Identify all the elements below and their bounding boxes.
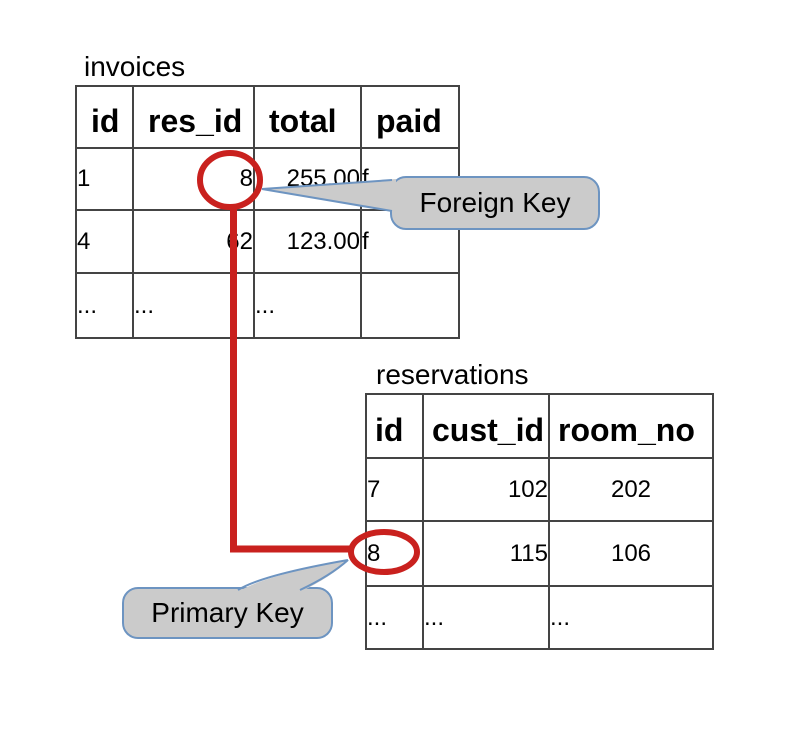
invoices-table-title: invoices: [84, 51, 186, 82]
primary-key-callout-label: Primary Key: [151, 597, 304, 628]
invoices-header-res-id: res_id: [132, 85, 255, 149]
table-row: 7 102 202: [365, 457, 714, 522]
table-row: ... ... ...: [365, 585, 714, 650]
table-cell: ...: [253, 272, 362, 339]
invoices-header-total: total: [253, 85, 362, 149]
table-cell: 202: [548, 457, 714, 522]
table-cell: 1: [75, 147, 134, 211]
foreign-key-cell: 8: [132, 147, 255, 211]
table-cell: ...: [75, 272, 134, 339]
primary-key-cell: 8: [365, 520, 424, 587]
table-row: 8 115 106: [365, 520, 714, 587]
table-cell: 106: [548, 520, 714, 587]
table-cell: 4: [75, 209, 134, 274]
reservations-header-id: id: [365, 393, 424, 459]
table-cell: 62: [132, 209, 255, 274]
reservations-table: id cust_id room_no 7 102 202 8 115 106 .…: [365, 393, 714, 650]
reservations-header-room-no: room_no: [548, 393, 714, 459]
table-cell: 123.00: [253, 209, 362, 274]
table-cell: 115: [422, 520, 550, 587]
invoices-header-id: id: [75, 85, 134, 149]
table-cell: 255.00: [253, 147, 362, 211]
reservations-table-title: reservations: [376, 359, 529, 390]
table-cell: 7: [365, 457, 424, 522]
foreign-key-callout-label: Foreign Key: [419, 187, 571, 218]
invoices-header-paid: paid: [360, 85, 460, 149]
foreign-key-callout: Foreign Key: [390, 176, 600, 230]
table-row: ... ... ...: [75, 272, 460, 339]
reservations-header-row: id cust_id room_no: [365, 393, 714, 459]
table-cell: ...: [422, 585, 550, 650]
invoices-header-row: id res_id total paid: [75, 85, 460, 149]
table-cell: ...: [365, 585, 424, 650]
table-cell: 102: [422, 457, 550, 522]
primary-key-callout: Primary Key: [122, 587, 333, 639]
table-cell: ...: [132, 272, 255, 339]
reservations-header-cust-id: cust_id: [422, 393, 550, 459]
table-cell: [360, 272, 460, 339]
table-cell: ...: [548, 585, 714, 650]
